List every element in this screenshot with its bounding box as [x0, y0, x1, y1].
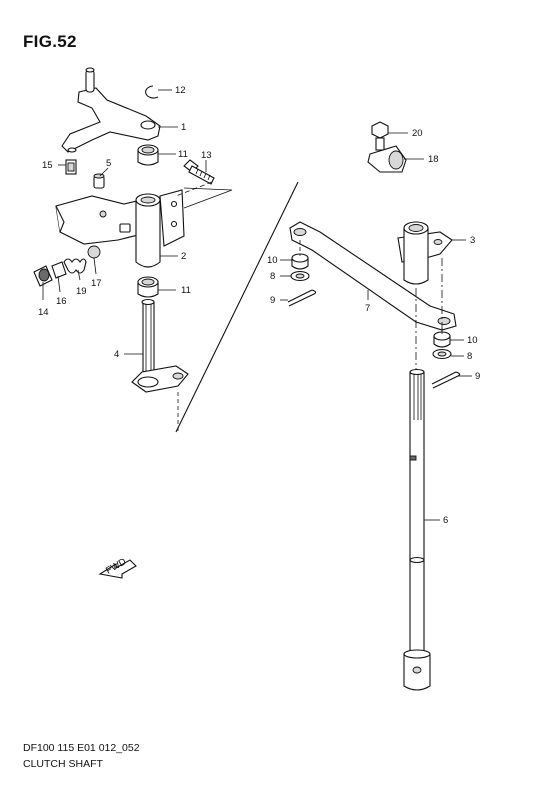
part-clamp-18: [367, 145, 407, 173]
callout-11-upper: 11: [178, 149, 188, 160]
part-bushing-lower: [137, 276, 159, 298]
part-bolt-13: [183, 159, 215, 185]
fwd-arrow-icon: FWD: [98, 556, 137, 579]
callout-2: 2: [181, 251, 186, 262]
callout-12: 12: [175, 85, 186, 96]
callout-17: 17: [91, 278, 102, 289]
part-circlip: [145, 85, 159, 99]
callout-3: 3: [470, 235, 475, 246]
callout-16: 16: [56, 296, 67, 307]
callout-13: 13: [201, 150, 212, 161]
callout-6: 6: [443, 515, 448, 526]
footer-diagram-title: CLUTCH SHAFT: [23, 758, 103, 770]
callout-15: 15: [42, 160, 53, 171]
part-clip-15: [65, 159, 77, 175]
figure-title: FIG.52: [23, 32, 77, 51]
callout-11-lower: 11: [181, 285, 191, 296]
part-bolt-20: [371, 121, 389, 151]
part-long-shaft-6: [403, 368, 431, 691]
callout-4: 4: [114, 349, 119, 360]
callout-9-right: 9: [475, 371, 480, 382]
callout-10-left: 10: [267, 255, 278, 266]
part-bracket-housing: [55, 189, 185, 268]
callout-1: 1: [181, 122, 186, 133]
callout-8-right: 8: [467, 351, 472, 362]
part-shaft-4: [131, 298, 189, 393]
part-bushing-upper: [137, 144, 159, 166]
callout-20: 20: [412, 128, 423, 139]
callout-19: 19: [76, 286, 87, 297]
leader-lines: [42, 89, 472, 521]
part-plug-spring-set: [33, 245, 101, 287]
callout-10-right: 10: [467, 335, 478, 346]
part-lever-arm: [61, 67, 161, 153]
callout-8-left: 8: [270, 271, 275, 282]
callout-9-left: 9: [270, 295, 275, 306]
callout-numbers: 12 1 11 13 15 5 2 14 16 19 17 11 4 20 18…: [38, 85, 480, 526]
callout-18: 18: [428, 154, 439, 165]
callout-7: 7: [365, 303, 370, 314]
part-washer-set-left: [287, 253, 317, 307]
footer-diagram-code: DF100 115 E01 012_052: [23, 742, 140, 754]
part-link-rod-7: [289, 221, 457, 331]
callout-14: 14: [38, 307, 49, 318]
callout-5: 5: [106, 158, 111, 169]
part-lever-block-3: [397, 221, 453, 285]
part-fitting-5: [93, 173, 105, 189]
